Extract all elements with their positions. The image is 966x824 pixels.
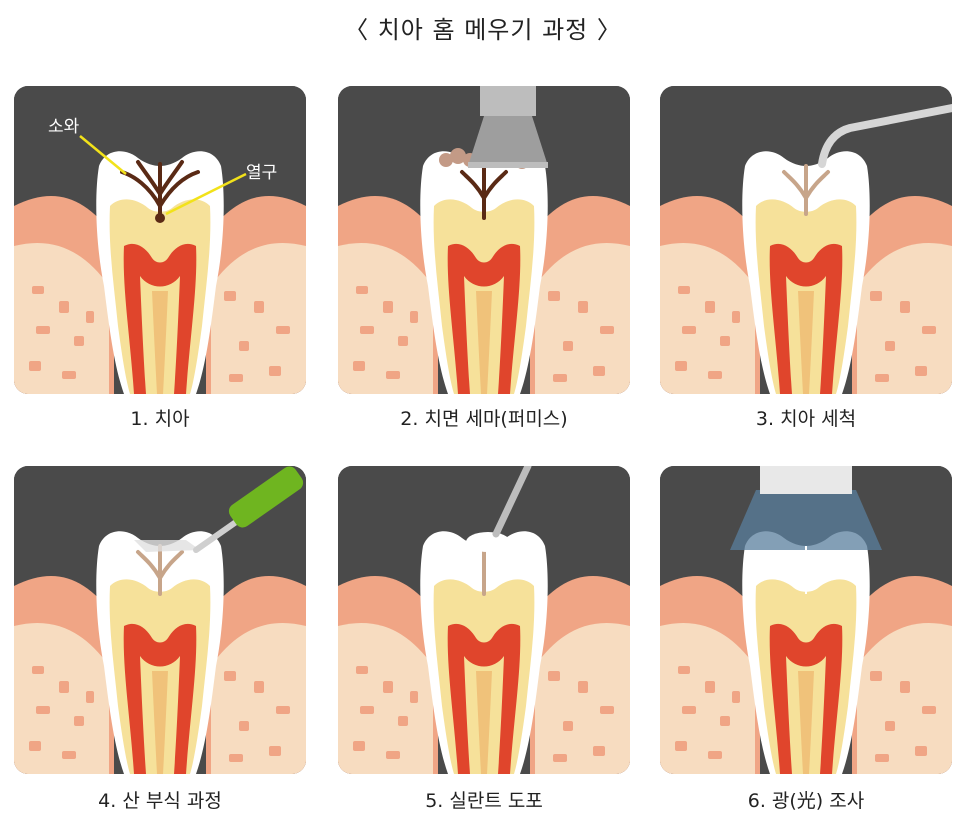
panel-sealant [338,466,630,774]
panel-curing [660,466,952,774]
curing-light-icon [760,466,852,494]
caption-5: 5. 실란트 도포 [425,790,543,812]
label-pit: 소와 [48,117,80,137]
caption-2: 2. 치면 세마(퍼미스) [400,408,568,430]
caption-4: 4. 산 부식 과정 [98,790,222,812]
panel-etch [14,466,306,774]
label-fissure: 열구 [246,163,277,183]
sealant-syringe-icon [492,466,532,538]
pit-arrow [79,135,127,175]
panel-polishing [338,86,630,394]
caption-3: 3. 치아 세척 [755,408,857,430]
panel-wash [660,86,952,394]
etch-applicator-icon [193,466,304,553]
caption-1: 1. 치아 [130,408,190,430]
light-beam [730,490,882,550]
air-water-syringe-icon [818,104,952,168]
panel-tooth: 소와 열구 [14,86,306,394]
polishing-cup-icon [468,86,548,168]
sealant-drop [466,532,510,552]
page-title: 〈 치아 홈 메우기 과정 〉 [344,16,622,44]
caption-6: 6. 광(光) 조사 [747,790,865,812]
fissure-arrow [165,172,247,216]
